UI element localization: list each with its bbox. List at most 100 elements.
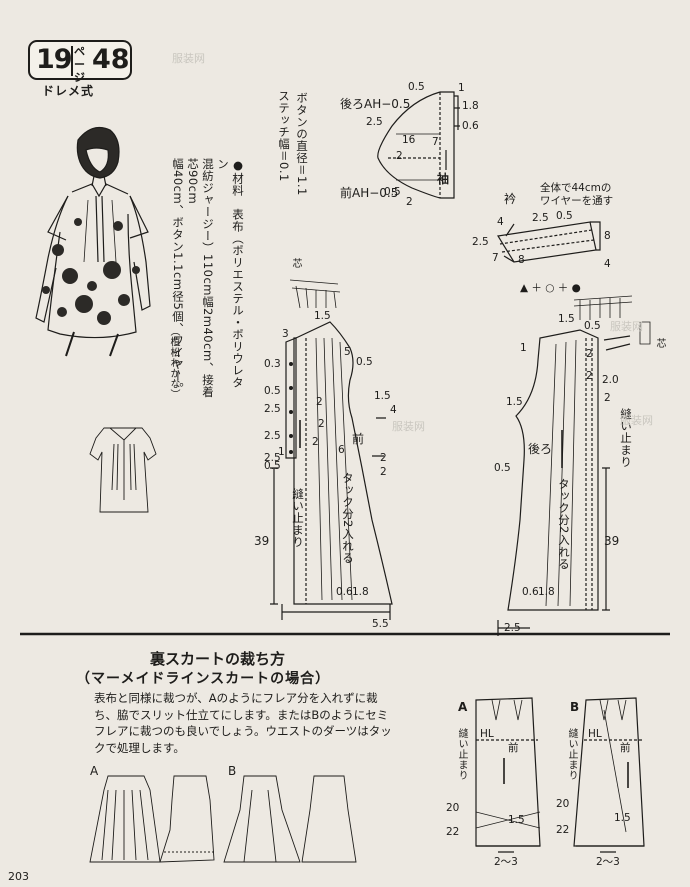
skirt-pattern-b-measure: 22	[556, 824, 570, 836]
skirt-sketch-label-b: B	[228, 764, 237, 778]
collar-wire-note-2: ワイヤーを通す	[540, 195, 614, 207]
front-measure: 4	[390, 404, 397, 416]
back-measure: 2	[604, 392, 611, 404]
sleeve-measure: 2	[406, 196, 413, 208]
front-stop-label: 縫い止まり	[291, 488, 305, 548]
sleeve-pattern	[377, 91, 460, 199]
back-measure: 1.5	[506, 396, 523, 408]
front-interfacing-label: 芯	[290, 258, 301, 269]
sleeve-measure: 2.5	[366, 116, 383, 128]
back-measure: 0.5	[494, 462, 511, 474]
front-measure: 5.5	[372, 618, 389, 630]
collar-measure: 4	[497, 216, 504, 228]
skirt-pattern-a-label: A	[458, 700, 468, 714]
sleeve-measure: 0.5	[408, 81, 425, 93]
materials-line-1: ●材料 表布（ポリエステル・ポリウレタン	[216, 158, 245, 389]
skirt-pattern-b-hl: HL	[588, 728, 602, 740]
front-measure: 2	[380, 452, 387, 464]
front-measure: 5	[344, 346, 351, 358]
collar-wire-note-1: 全体で44cmの	[540, 182, 612, 194]
back-measure: 1	[520, 342, 527, 354]
skirt-sketch-b1	[223, 775, 301, 863]
back-label: 後ろ	[528, 442, 553, 456]
watermark-logo: 服装网	[610, 320, 643, 333]
collar-measure: 4	[604, 258, 611, 270]
back-measure: 1.8	[538, 586, 555, 598]
skirt-pattern-b-measure: 1.5	[614, 812, 631, 824]
pattern-badge: 19 ページ 48	[28, 40, 132, 84]
back-measure: 2	[586, 348, 593, 360]
skirt-pattern-a-measure: 1.5	[508, 814, 525, 826]
skirt-pattern-a-measure: 20	[446, 802, 460, 814]
sleeve-measure: 0.6	[462, 120, 479, 132]
sleeve-front-ah: 前AH−0.5	[340, 186, 399, 200]
materials-text: ●材料 表布（ポリエステル・ポリウレタン 混紡ジャージー）110cm幅2m40c…	[170, 158, 245, 398]
skirt-pattern-a-measure: 22	[446, 826, 460, 838]
skirt-pattern-b-label: B	[570, 700, 580, 714]
sleeve-measure: 2	[396, 150, 403, 162]
skirt-pattern-a	[475, 697, 541, 853]
front-measure: 2	[318, 418, 325, 430]
back-measure: 2.0	[602, 374, 619, 386]
materials-line-2: 混紡ジャージー）110cm幅2m40cm、接着芯90cm	[186, 158, 215, 398]
skirt-sketch-b2	[301, 775, 357, 863]
watermark-logo: 服装网	[172, 52, 205, 65]
front-measure: 2.5	[264, 403, 281, 415]
skirt-section-title: 裏スカートの裁ち方	[150, 650, 286, 668]
back-measure: 0.6	[522, 586, 539, 598]
watermark-logo: 服装网	[392, 420, 425, 433]
skirt-pattern-b	[573, 697, 645, 853]
ref-number: 19	[36, 44, 73, 75]
sleeve-label: 袖	[437, 172, 450, 186]
collar-label: 衿	[504, 192, 517, 206]
skirt-pattern-a-measure: 2〜3	[494, 856, 518, 868]
skirt-section-subtitle: （マーメイドラインスカートの場合）	[76, 671, 331, 687]
front-measure: 2.5	[264, 452, 281, 464]
front-measure: 1	[278, 446, 285, 458]
sleeve-measure: 1.8	[462, 100, 479, 112]
back-measure: 2.5	[504, 622, 521, 634]
collar-measure: 0.5	[556, 210, 573, 222]
watermark-logo: 服装网	[620, 414, 653, 427]
back-stop-label: 縫い止まり	[619, 408, 633, 468]
sleeve-measure: 1	[458, 82, 465, 94]
front-measure: 0.5	[264, 385, 281, 397]
front-measure: 39	[254, 534, 270, 548]
blouse-flat-sketch	[89, 427, 157, 513]
front-measure: 0.5	[356, 356, 373, 368]
collar-measure: 8	[604, 230, 611, 242]
collar-pattern	[497, 221, 601, 263]
skirt-pattern-b-stop: 縫い止まり	[566, 728, 577, 781]
sleeve-measure: 0.5	[384, 186, 401, 198]
stitch-width-note: ステッチ幅＝0.1	[277, 90, 291, 182]
ref-unit: ページ	[74, 45, 85, 84]
front-facing-strip	[289, 279, 341, 309]
front-measure: 0.5	[264, 460, 281, 472]
skirt-sketch-a2	[159, 775, 215, 863]
sleeve-measure: 7	[432, 136, 439, 148]
skirt-section-body: 表布と同様に裁つが、Aのようにフレア分を入れずに裁ち、脇でスリット仕立てにします…	[94, 691, 392, 755]
collar-measure: 2.5	[532, 212, 549, 224]
skirt-pattern-a-front: 前	[508, 742, 519, 754]
front-bodice-pattern	[270, 321, 393, 620]
collar-measure: 2.5	[472, 236, 489, 248]
badge-divider	[71, 46, 73, 76]
front-measure: 2	[316, 396, 323, 408]
skirt-pattern-b-measure: 2〜3	[596, 856, 620, 868]
pattern-number: 48	[92, 44, 130, 75]
sleeve-back-ah: 後ろAH−0.5	[340, 97, 411, 111]
back-facing-strip	[573, 295, 633, 320]
skirt-sketch-a1	[89, 775, 161, 863]
collar-symbols: ▲ ＋ ○ ＋ ●	[520, 282, 581, 294]
button-diameter-note: ボタンの直径＝1.1	[295, 92, 309, 196]
back-tuck-note: タック分2入れる	[557, 478, 571, 570]
back-measure: 39	[604, 534, 620, 548]
front-measure: 1.5	[314, 310, 331, 322]
front-measure: 1.5	[374, 390, 391, 402]
designer-credit: （植松わかな）	[168, 326, 179, 400]
front-measure: 0.6	[336, 586, 353, 598]
front-measure: 2	[380, 466, 387, 478]
back-measure: 0.5	[584, 320, 601, 332]
materials-line-3: 幅40cm、ボタン1.1cm径5個、ワイヤー。	[171, 158, 185, 395]
